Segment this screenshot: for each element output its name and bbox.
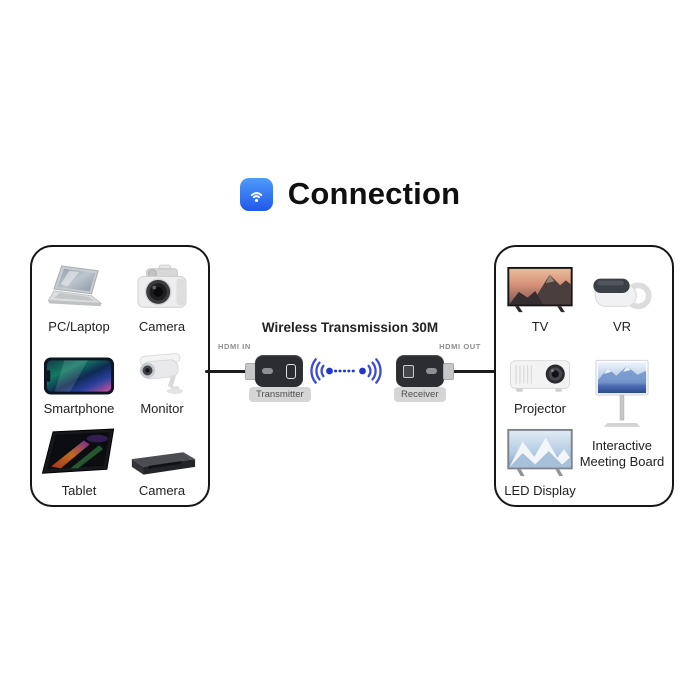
- media-box-icon: [125, 424, 199, 478]
- device-label: TV: [531, 319, 549, 334]
- transmitter-label-pill: Transmitter: [249, 387, 311, 402]
- hdmi-cable-out: [453, 370, 495, 373]
- laptop-icon: [46, 260, 112, 314]
- hdmi-in-label: HDMI IN: [218, 342, 251, 351]
- device-cell-projector: Projector: [498, 342, 582, 417]
- vr-headset-icon: [592, 260, 652, 314]
- transmitter-device: [255, 355, 303, 387]
- tablet-icon: [41, 424, 117, 478]
- page-title: Connection: [287, 176, 461, 211]
- device-cell-vr: VR: [580, 260, 664, 335]
- wifi-app-icon: [239, 177, 273, 211]
- dslr-camera-icon: [135, 260, 189, 314]
- device-label: VR: [612, 319, 632, 334]
- security-camera-icon: [135, 342, 189, 396]
- wifi-glyph: [250, 191, 262, 202]
- device-cell-monitor: Monitor: [120, 342, 204, 417]
- projector-icon: [508, 342, 572, 396]
- source-devices-panel: PC/Laptop Camera: [30, 245, 210, 507]
- smartphone-icon: [43, 342, 115, 396]
- device-label: LED Display: [504, 483, 576, 498]
- device-label: Interactive Meeting Board: [579, 438, 665, 469]
- receiver-hdmi-plug: [443, 363, 454, 380]
- transmitter-logo: [262, 368, 273, 374]
- device-cell-meeting-board: Interactive Meeting Board: [577, 353, 667, 470]
- device-label: Smartphone: [43, 401, 115, 416]
- device-label: Camera: [138, 319, 186, 334]
- device-label: PC/Laptop: [48, 319, 110, 334]
- device-cell-smartphone: Smartphone: [37, 342, 121, 417]
- receiver-label-pill: Receiver: [394, 387, 446, 402]
- device-cell-tablet: Tablet: [37, 424, 121, 499]
- meeting-board-icon: [595, 353, 649, 433]
- receiver-led-window: [403, 364, 414, 378]
- device-label: Tablet: [61, 483, 97, 498]
- device-cell-tv: TV: [498, 260, 582, 335]
- transmitter-led-window: [286, 363, 296, 379]
- device-cell-led-display: LED Display: [498, 424, 582, 499]
- hdmi-out-label: HDMI OUT: [439, 342, 481, 351]
- device-label: Monitor: [140, 401, 184, 416]
- device-label: Camera: [138, 483, 186, 498]
- output-devices-panel: TV VR: [494, 245, 674, 507]
- wifi-signal-icon: [310, 358, 382, 384]
- device-cell-camera-box: Camera: [120, 424, 204, 499]
- device-label: Projector: [513, 401, 567, 416]
- led-display-icon: [506, 424, 574, 478]
- transmission-title: Wireless Transmission 30M: [261, 320, 439, 335]
- header: Connection: [0, 176, 700, 212]
- tv-icon: [506, 260, 574, 314]
- receiver-logo: [426, 368, 437, 374]
- device-cell-camera: Camera: [120, 260, 204, 335]
- receiver-device: [396, 355, 444, 387]
- hdmi-cable-in: [205, 370, 247, 373]
- device-cell-pc-laptop: PC/Laptop: [37, 260, 121, 335]
